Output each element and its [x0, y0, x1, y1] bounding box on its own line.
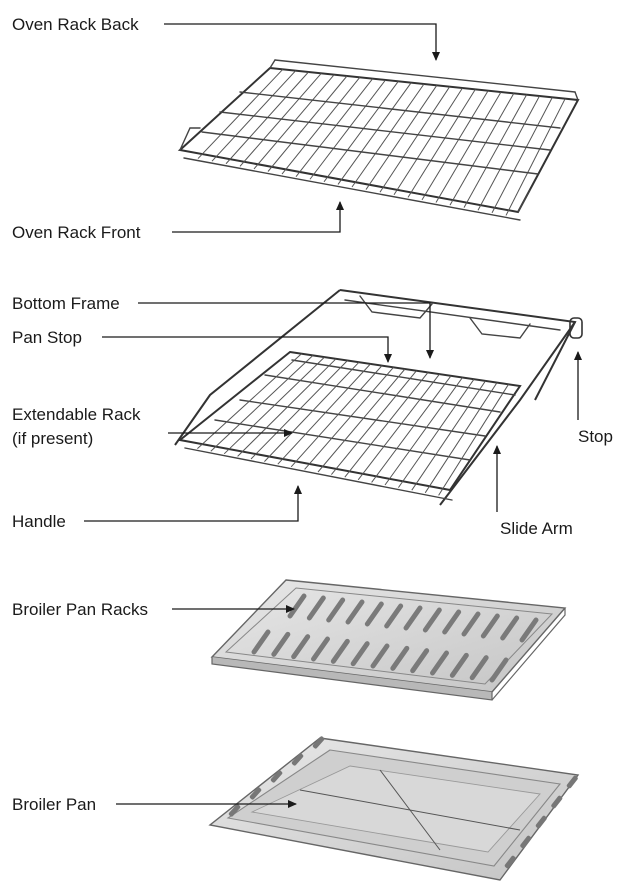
handle-slot	[291, 753, 304, 766]
handle-slot	[270, 770, 283, 783]
extendable-rack-illustration	[174, 289, 583, 506]
wire	[264, 361, 360, 462]
wire	[267, 75, 348, 172]
label-stop: Stop	[578, 427, 613, 446]
label-slide-arm: Slide Arm	[500, 519, 573, 538]
slot	[251, 629, 271, 655]
wire	[290, 365, 383, 468]
label-broiler-pan-racks: Broiler Pan Racks	[12, 600, 148, 619]
handle-slot	[566, 775, 578, 789]
slot	[364, 601, 384, 627]
wire	[210, 355, 314, 452]
wire	[295, 78, 374, 177]
wire	[421, 90, 489, 201]
wire	[449, 93, 515, 206]
slot	[430, 650, 449, 676]
wire	[223, 356, 325, 455]
broiler-pan-illustration	[208, 736, 580, 881]
wire	[357, 373, 440, 481]
slot	[330, 638, 350, 664]
slot	[403, 605, 423, 631]
slot	[306, 595, 326, 621]
slot	[489, 657, 509, 683]
wire	[351, 83, 425, 188]
wire	[304, 366, 394, 470]
wire	[407, 89, 476, 198]
wire	[253, 74, 335, 170]
wire	[505, 98, 566, 216]
wire	[435, 91, 502, 203]
slot	[480, 613, 500, 639]
label-pan-stop: Pan Stop	[12, 328, 82, 347]
label-extendable-rack: Extendable Rack	[12, 405, 141, 424]
label-bottom-frame: Bottom Frame	[12, 294, 120, 313]
handle-slot	[535, 815, 547, 829]
handle-slot	[504, 855, 516, 869]
wire	[250, 360, 348, 460]
wire	[331, 370, 417, 475]
wire	[379, 86, 451, 193]
wire	[365, 85, 438, 190]
wire	[397, 378, 475, 488]
handle-slot	[228, 804, 241, 817]
slot	[449, 652, 469, 678]
handle-slot	[551, 795, 563, 809]
slot	[442, 609, 462, 635]
wire	[463, 94, 528, 208]
wire	[477, 95, 540, 211]
wire	[239, 73, 322, 167]
wire	[438, 384, 509, 496]
wire	[491, 97, 553, 214]
slot	[345, 599, 365, 625]
wire	[411, 380, 486, 491]
label-broiler-pan: Broiler Pan	[12, 795, 96, 814]
slot	[350, 641, 370, 667]
wire	[277, 363, 371, 465]
slot	[390, 645, 410, 671]
wire	[384, 377, 463, 486]
slot	[370, 643, 390, 669]
broiler-pan-racks-illustration	[210, 579, 567, 701]
slot	[461, 611, 481, 637]
slot	[384, 603, 404, 629]
slot	[519, 617, 539, 643]
slot	[311, 636, 330, 662]
label-oven-rack-back: Oven Rack Back	[12, 15, 139, 34]
oven-rack-illustration	[177, 59, 580, 221]
leader-pan-stop	[102, 336, 392, 363]
leader-handle	[84, 485, 302, 522]
wire	[309, 79, 386, 180]
wire	[337, 82, 412, 185]
slot	[500, 615, 520, 641]
wire	[393, 87, 463, 196]
label-oven-rack-front: Oven Rack Front	[12, 223, 141, 242]
wire	[237, 358, 337, 457]
slot	[410, 648, 430, 674]
leader-oven-rack-front	[172, 201, 344, 233]
leader-bottom-frame	[138, 302, 434, 359]
handle-slot	[312, 736, 325, 749]
label-handle: Handle	[12, 512, 66, 531]
wire	[317, 368, 406, 473]
slot	[469, 655, 489, 681]
wire	[424, 382, 498, 494]
wire	[344, 372, 429, 478]
label-extendable-rack-note: (if present)	[12, 429, 93, 448]
leader-oven-rack-back	[164, 23, 440, 61]
wire	[197, 353, 302, 449]
wire	[371, 375, 452, 483]
slot	[271, 631, 291, 657]
slot	[291, 634, 311, 660]
slot	[422, 607, 442, 633]
wire	[281, 77, 361, 175]
handle-slot	[520, 835, 532, 849]
wire	[323, 81, 399, 183]
slot	[326, 597, 346, 623]
handle-slot	[249, 787, 262, 800]
